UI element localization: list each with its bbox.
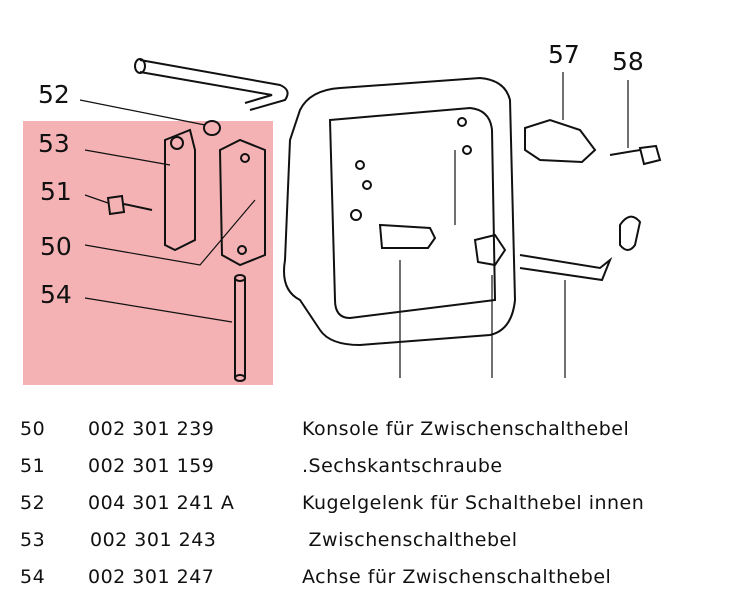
- part-description: Zwischenschalthebel: [302, 529, 518, 551]
- part-number: 002 301 247: [88, 566, 215, 588]
- callout-51: 51: [40, 177, 72, 206]
- part-54-axle: [234, 278, 246, 378]
- part-53-lever: [164, 128, 196, 252]
- callout-57: 57: [548, 40, 580, 69]
- shift-rod: [139, 59, 289, 111]
- part-description: Konsole für Zwischenschalthebel: [302, 418, 630, 440]
- highlight-region: [23, 121, 273, 385]
- part-description: Achse für Zwischenschalthebel: [302, 566, 612, 588]
- part-50-bracket: [218, 138, 266, 267]
- part-57-plate: [524, 118, 597, 164]
- part-number: 002 301 243: [90, 529, 217, 551]
- part-58-bolt: [609, 144, 662, 166]
- callout-50: 50: [40, 232, 72, 261]
- gearbox-housing: [283, 76, 517, 347]
- part-description: Kugelgelenk für Schalthebel innen: [302, 492, 645, 514]
- item-number: 51: [20, 455, 46, 477]
- item-number: 53: [20, 529, 46, 551]
- part-description: .Sechskantschraube: [302, 455, 503, 477]
- item-number: 54: [20, 566, 46, 588]
- item-number: 50: [20, 418, 46, 440]
- item-number: 52: [20, 492, 46, 514]
- part-number: 002 301 239: [88, 418, 215, 440]
- exploded-parts-diagram: 52 53 51 50 54 57 58: [23, 40, 662, 385]
- part-52-ball-joint: [203, 120, 221, 136]
- part-number: 002 301 159: [88, 455, 215, 477]
- callout-53: 53: [38, 129, 70, 158]
- part-51-screw: [106, 194, 153, 216]
- callout-58: 58: [612, 47, 644, 76]
- part-number: 004 301 241 A: [88, 492, 235, 514]
- callout-52: 52: [38, 80, 70, 109]
- callout-54: 54: [40, 280, 72, 309]
